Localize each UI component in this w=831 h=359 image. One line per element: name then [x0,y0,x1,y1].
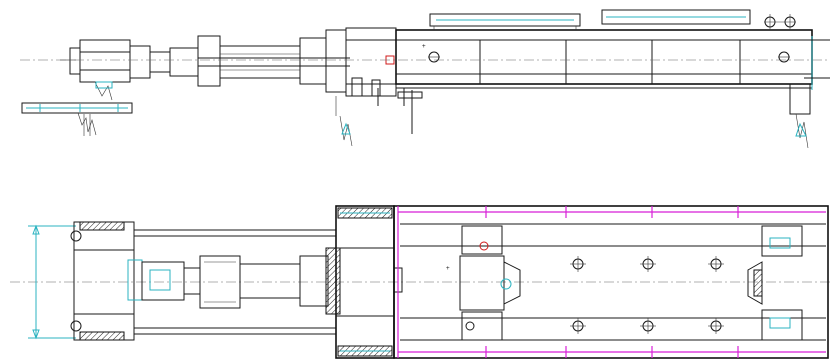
base-plate [21,102,133,136]
rear-bracket [70,221,143,341]
side-elevation-view: + [20,9,830,149]
carriage-frame: + [393,205,829,359]
hydraulic-cylinder [197,29,347,93]
mounting-holes [570,256,724,334]
top-platforms [429,9,796,30]
side-dim-mark: + [422,43,426,50]
tie-rods [134,229,336,335]
front-trolley [459,225,521,341]
coupling [149,47,350,77]
main-beam: + [20,29,830,89]
motor-block [60,39,151,101]
plan-dim-mark: + [446,265,450,272]
support-bolts [377,88,423,134]
overall-width-dimension [28,224,76,340]
plan-cylinder [141,247,341,315]
rear-trolley [747,225,803,341]
plan-view: + [10,205,830,359]
drive-housing [335,27,397,147]
end-leg [789,36,830,149]
